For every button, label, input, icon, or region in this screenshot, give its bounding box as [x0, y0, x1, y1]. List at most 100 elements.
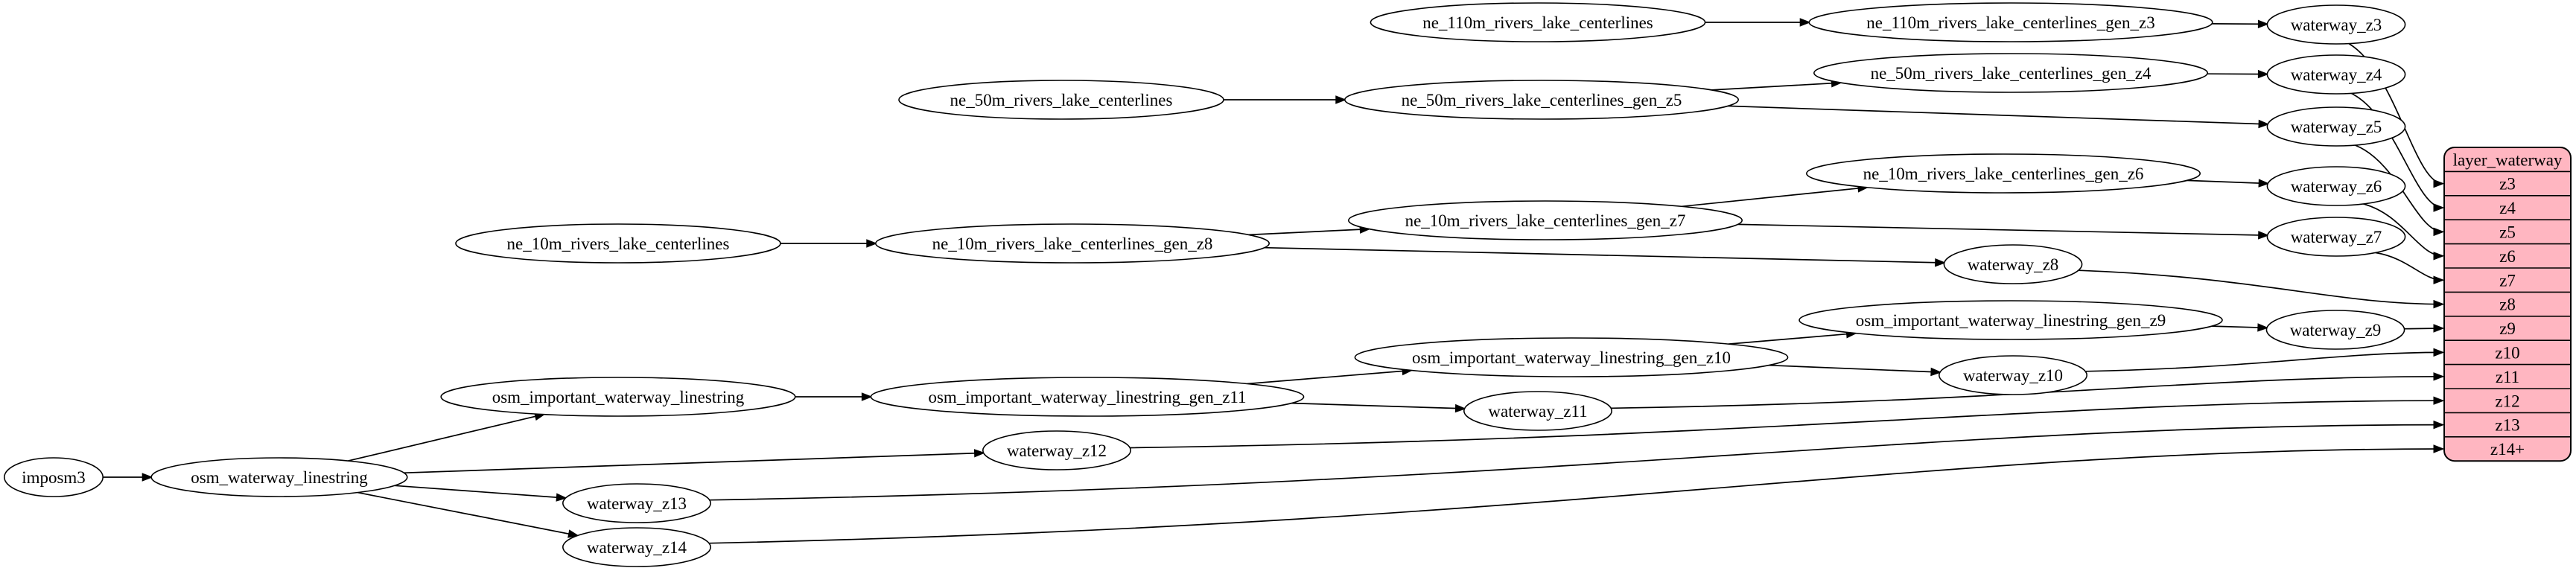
record-border — [2443, 147, 2572, 462]
node-label-ne_110m_rivers_lake_centerlines: ne_110m_rivers_lake_centerlines — [1422, 13, 1653, 32]
edge-waterway_z8--layer_waterway-z8 — [2078, 269, 2445, 309]
edge-waterway_z4--layer_waterway-z4 — [2350, 92, 2445, 212]
node-label-ne_50m_rivers_lake_centerlines_gen_z5: ne_50m_rivers_lake_centerlines_gen_z5 — [1402, 91, 1682, 109]
node-label-ne_10m_rivers_lake_centerlines_gen_z7: ne_10m_rivers_lake_centerlines_gen_z7 — [1405, 211, 1686, 230]
node-label-ne_10m_rivers_lake_centerlines: ne_10m_rivers_lake_centerlines — [507, 234, 730, 253]
node-label-waterway_z13: waterway_z13 — [587, 494, 687, 513]
node-label-ne_50m_rivers_lake_centerlines: ne_50m_rivers_lake_centerlines — [950, 91, 1173, 109]
record-row-z14+: z14+ — [2490, 440, 2525, 459]
edge-waterway_z10--layer_waterway-z10 — [2085, 348, 2445, 372]
node-waterway_z7: waterway_z7 — [2266, 217, 2406, 257]
edge-waterway_z5--layer_waterway-z5 — [2354, 144, 2445, 237]
node-label-waterway_z10: waterway_z10 — [1963, 366, 2063, 385]
edge-ne_10m_rivers_lake_centerlines_gen_z8--ne_10m_rivers_lake_centerlines_gen_z7 — [1248, 225, 1371, 236]
node-label-waterway_z3: waterway_z3 — [2291, 16, 2382, 34]
node-label-imposm3: imposm3 — [22, 468, 86, 487]
edge-waterway_z9--layer_waterway-z9 — [2404, 324, 2445, 333]
node-ne_10m_rivers_lake_centerlines_gen_z6: ne_10m_rivers_lake_centerlines_gen_z6 — [1806, 153, 2201, 194]
node-ellipse-waterway_z5 — [2266, 106, 2406, 147]
node-ellipse-waterway_z10 — [1939, 355, 2088, 395]
edge-waterway_z12--layer_waterway-z12 — [1130, 396, 2445, 449]
record-row-z4: z4 — [2499, 199, 2516, 217]
record-row-z6: z6 — [2499, 247, 2516, 266]
node-label-waterway_z12: waterway_z12 — [1007, 441, 1107, 460]
node-waterway_z12: waterway_z12 — [982, 430, 1132, 470]
node-ellipse-waterway_z8 — [1943, 244, 2083, 284]
node-ellipse-waterway_z9 — [2265, 310, 2405, 350]
node-ellipse-osm_waterway_linestring — [150, 457, 408, 497]
node-ellipse-osm_important_waterway_linestring — [440, 377, 796, 417]
node-osm_important_waterway_linestring: osm_important_waterway_linestring — [440, 377, 796, 417]
node-ellipse-ne_110m_rivers_lake_centerlines — [1370, 2, 1706, 42]
node-waterway_z14: waterway_z14 — [562, 527, 711, 567]
node-label-ne_10m_rivers_lake_centerlines_gen_z8: ne_10m_rivers_lake_centerlines_gen_z8 — [932, 234, 1213, 253]
node-ne_50m_rivers_lake_centerlines_gen_z5: ne_50m_rivers_lake_centerlines_gen_z5 — [1344, 80, 1740, 120]
node-ellipse-ne_110m_rivers_lake_centerlines_gen_z3 — [1808, 2, 2213, 42]
node-waterway_z5: waterway_z5 — [2266, 106, 2406, 147]
node-label-ne_10m_rivers_lake_centerlines_gen_z6: ne_10m_rivers_lake_centerlines_gen_z6 — [1863, 165, 2144, 183]
record-row-z5: z5 — [2499, 223, 2516, 241]
record-row-z8: z8 — [2499, 296, 2516, 314]
edge-osm_important_waterway_linestring_gen_z11--waterway_z11 — [1291, 402, 1466, 413]
node-ellipse-waterway_z11 — [1463, 391, 1613, 431]
node-ellipse-waterway_z12 — [982, 430, 1132, 470]
edge-waterway_z13--layer_waterway-z13 — [709, 420, 2445, 501]
node-ellipse-imposm3 — [4, 457, 104, 497]
node-osm_important_waterway_linestring_gen_z11: osm_important_waterway_linestring_gen_z1… — [870, 377, 1305, 417]
node-ne_10m_rivers_lake_centerlines_gen_z7: ne_10m_rivers_lake_centerlines_gen_z7 — [1348, 200, 1743, 240]
node-label-osm_important_waterway_linestring_gen_z9: osm_important_waterway_linestring_gen_z9 — [1856, 311, 2166, 330]
node-ellipse-ne_50m_rivers_lake_centerlines_gen_z5 — [1344, 80, 1740, 120]
node-ellipse-ne_10m_rivers_lake_centerlines_gen_z7 — [1348, 200, 1743, 240]
node-label-waterway_z7: waterway_z7 — [2291, 228, 2382, 246]
edge-osm_important_waterway_linestring_gen_z10--osm_important_waterway_linestring_gen_z9 — [1728, 330, 1857, 345]
node-ne_110m_rivers_lake_centerlines_gen_z3: ne_110m_rivers_lake_centerlines_gen_z3 — [1808, 2, 2213, 42]
edge-osm_important_waterway_linestring_gen_z9--waterway_z9 — [2211, 323, 2269, 332]
node-ellipse-ne_50m_rivers_lake_centerlines — [898, 80, 1224, 120]
node-osm_important_waterway_linestring_gen_z9: osm_important_waterway_linestring_gen_z9 — [1799, 300, 2223, 340]
edge-osm_important_waterway_linestring_gen_z10--waterway_z10 — [1768, 364, 1942, 377]
edge-ne_10m_rivers_lake_centerlines_gen_z7--waterway_z7 — [1737, 223, 2270, 240]
node-ellipse-waterway_z14 — [562, 527, 711, 567]
node-waterway_z13: waterway_z13 — [562, 483, 711, 523]
edges-layer — [103, 18, 2445, 544]
edge-osm_waterway_linestring--osm_important_waterway_linestring — [348, 412, 546, 462]
node-waterway_z10: waterway_z10 — [1939, 355, 2088, 395]
record-row-z12: z12 — [2495, 392, 2519, 410]
node-waterway_z3: waterway_z3 — [2266, 4, 2406, 45]
node-ellipse-waterway_z4 — [2266, 54, 2406, 95]
node-waterway_z6: waterway_z6 — [2266, 166, 2406, 206]
node-waterway_z9: waterway_z9 — [2265, 310, 2405, 350]
node-ellipse-waterway_z3 — [2266, 4, 2406, 45]
node-label-waterway_z4: waterway_z4 — [2291, 66, 2382, 84]
node-ne_10m_rivers_lake_centerlines_gen_z8: ne_10m_rivers_lake_centerlines_gen_z8 — [875, 223, 1270, 264]
node-imposm3: imposm3 — [4, 457, 104, 497]
record-row-z11: z11 — [2496, 368, 2519, 386]
node-label-waterway_z8: waterway_z8 — [1968, 255, 2059, 274]
node-osm_important_waterway_linestring_gen_z10: osm_important_waterway_linestring_gen_z1… — [1354, 337, 1789, 377]
node-ellipse-ne_10m_rivers_lake_centerlines_gen_z8 — [875, 223, 1270, 264]
node-ne_110m_rivers_lake_centerlines: ne_110m_rivers_lake_centerlines — [1370, 2, 1706, 42]
node-osm_waterway_linestring: osm_waterway_linestring — [150, 457, 408, 497]
record-title: layer_waterway — [2453, 150, 2563, 169]
edge-osm_important_waterway_linestring_gen_z11--osm_important_waterway_linestring_gen_z10 — [1247, 366, 1413, 385]
node-ellipse-waterway_z7 — [2266, 217, 2406, 257]
node-ellipse-ne_50m_rivers_lake_centerlines_gen_z4 — [1813, 53, 2209, 93]
record-row-z10: z10 — [2495, 343, 2519, 362]
record-row-z7: z7 — [2499, 271, 2516, 290]
node-ellipse-osm_important_waterway_linestring_gen_z9 — [1799, 300, 2223, 340]
edge-waterway_z6--layer_waterway-z6 — [2363, 203, 2445, 261]
edge-ne_50m_rivers_lake_centerlines_gen_z5--ne_50m_rivers_lake_centerlines_gen_z4 — [1711, 79, 1842, 91]
edge-waterway_z7--layer_waterway-z7 — [2375, 252, 2445, 284]
node-label-waterway_z11: waterway_z11 — [1488, 402, 1587, 421]
node-label-osm_waterway_linestring: osm_waterway_linestring — [191, 468, 368, 487]
record-node-layer_waterway: layer_waterwayz3z4z5z6z7z8z9z10z11z12z13… — [2443, 147, 2572, 462]
node-label-ne_50m_rivers_lake_centerlines_gen_z4: ne_50m_rivers_lake_centerlines_gen_z4 — [1871, 64, 2152, 83]
node-ellipse-ne_10m_rivers_lake_centerlines — [455, 223, 781, 264]
edge-ne_50m_rivers_lake_centerlines_gen_z5--waterway_z5 — [1727, 105, 2270, 129]
node-ellipse-osm_important_waterway_linestring_gen_z10 — [1354, 337, 1789, 377]
node-ne_50m_rivers_lake_centerlines_gen_z4: ne_50m_rivers_lake_centerlines_gen_z4 — [1813, 53, 2209, 93]
edge-osm_waterway_linestring--waterway_z12 — [404, 449, 985, 474]
record-row-z13: z13 — [2495, 416, 2519, 435]
